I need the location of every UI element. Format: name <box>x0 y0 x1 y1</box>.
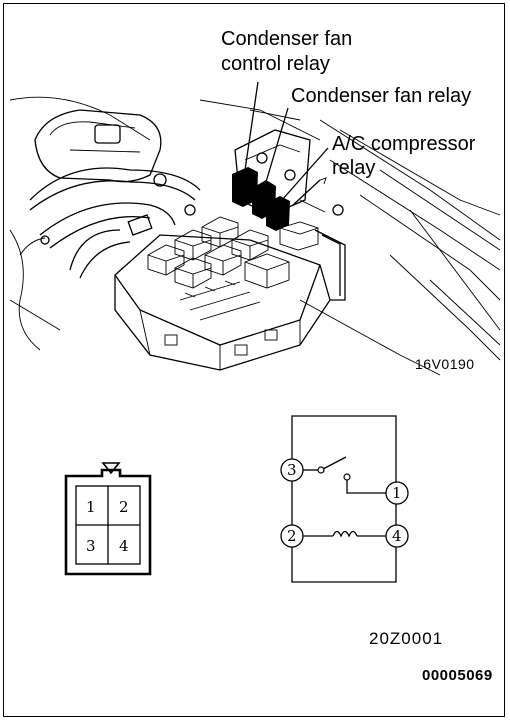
label-compressor-line2: relay <box>332 157 375 179</box>
condenser-fan-control-relay <box>232 167 258 207</box>
relay-circuit: 3 1 2 4 <box>280 415 409 583</box>
connector-pin-3: 3 <box>86 537 96 555</box>
label-compressor-line1: A/C compressor <box>332 133 476 155</box>
terminal-1-label: 1 <box>392 484 402 502</box>
engine-bay-figure-code: 16V0190 <box>415 356 475 372</box>
connector-pin-1: 1 <box>86 498 96 516</box>
connector-pin-2: 2 <box>119 498 129 516</box>
relay-coil <box>332 530 358 538</box>
label-control-relay-line1: Condenser fan <box>221 28 352 50</box>
label-fan-relay: Condenser fan relay <box>291 85 471 107</box>
switch-blade <box>322 456 347 470</box>
relay-diagram-figure-code: 20Z0001 <box>369 629 443 648</box>
terminal-2-label: 2 <box>287 527 297 545</box>
figure-frame <box>3 3 505 717</box>
terminal-1 <box>385 481 409 505</box>
relay-connector: 1 2 3 4 <box>64 462 152 576</box>
connector-pin-4: 4 <box>119 537 129 555</box>
terminal-3-label: 3 <box>287 461 297 479</box>
switch-pivot <box>317 466 325 474</box>
terminal-4 <box>385 524 409 548</box>
switch-contact <box>343 473 351 481</box>
leader-fan-relay <box>265 107 289 183</box>
label-control-relay-line2: control relay <box>221 53 330 75</box>
document-number: 00005069 <box>422 667 493 684</box>
leader-control-relay <box>244 81 259 171</box>
connector-latch-marker <box>101 462 121 475</box>
ac-compressor-relay <box>266 196 290 231</box>
engine-bay-illustration <box>9 96 501 376</box>
leader-compressor-relay <box>281 147 329 201</box>
terminal-4-label: 4 <box>392 527 402 545</box>
